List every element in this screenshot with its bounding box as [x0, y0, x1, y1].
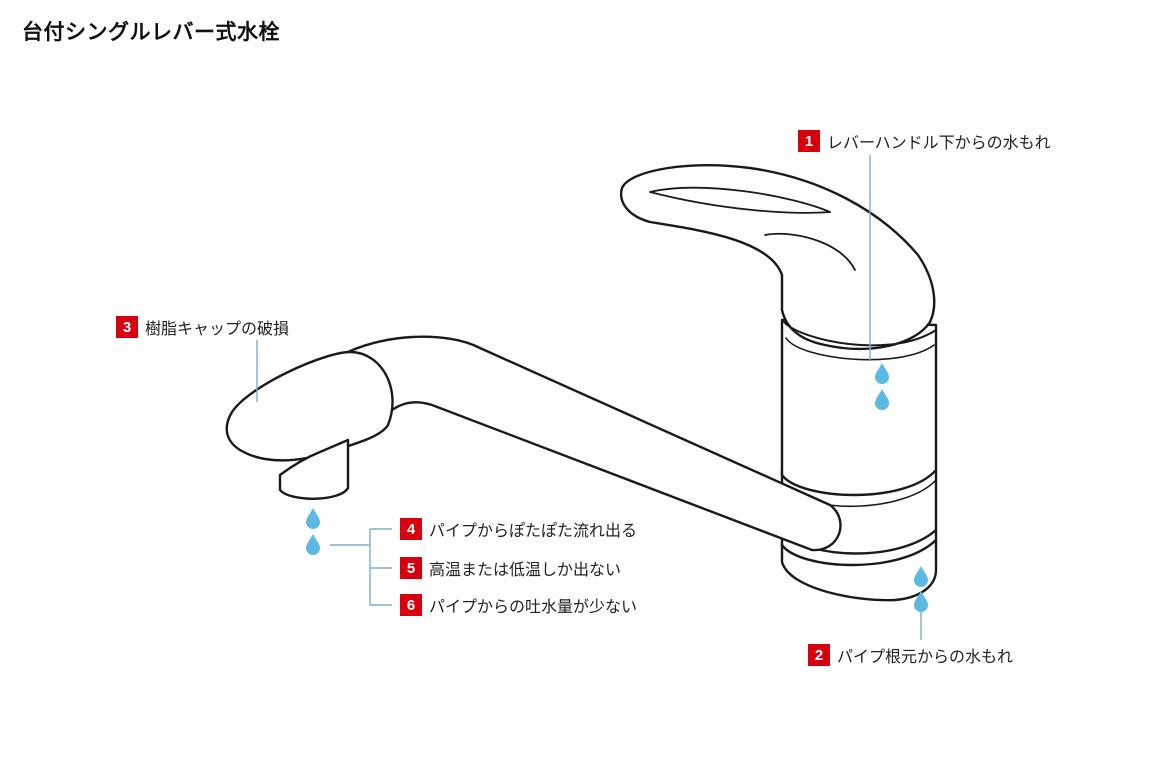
callout-number-3: 3: [116, 316, 138, 338]
callout-number-1: 1: [798, 130, 820, 152]
spout-head: [225, 350, 394, 462]
callout-text-1: レバーハンドル下からの水もれ: [827, 133, 1051, 152]
spout-aerator: [278, 438, 350, 500]
faucet-base-ring: [780, 538, 938, 567]
callout-number-5: 5: [400, 557, 422, 579]
callout-text-6: パイプからの吐水量が少ない: [429, 597, 638, 616]
leader-line-4-6: [330, 528, 392, 606]
callout-number-4: 4: [400, 518, 422, 540]
callout-4: 4 パイプからぽたぽた流れ出る: [400, 518, 637, 540]
faucet-body: [780, 318, 938, 497]
callout-5: 5 高温または低温しか出ない: [400, 557, 621, 579]
callout-6: 6 パイプからの吐水量が少ない: [400, 594, 637, 616]
lever-handle: [619, 164, 936, 351]
callout-text-2: パイプ根元からの水もれ: [837, 647, 1014, 666]
water-drop-icon: [306, 508, 320, 529]
water-drop-icon: [914, 591, 928, 612]
water-drop-icon: [306, 534, 320, 555]
callout-2: 2 パイプ根元からの水もれ: [808, 644, 1013, 666]
callout-number-6: 6: [400, 594, 422, 616]
water-drop-icon: [914, 566, 928, 587]
callout-text-5: 高温または低温しか出ない: [429, 560, 622, 579]
water-drop-icon: [875, 363, 889, 384]
callout-text-3: 樹脂キャップの破損: [145, 319, 290, 338]
callout-1: 1 レバーハンドル下からの水もれ: [798, 130, 1051, 152]
spout-pipe: [338, 335, 842, 552]
page-title: 台付シングルレバー式水栓: [22, 20, 280, 44]
water-drop-icon: [875, 389, 889, 410]
callout-number-2: 2: [808, 644, 830, 666]
callout-3: 3 樹脂キャップの破損: [116, 316, 289, 338]
callout-text-4: パイプからぽたぽた流れ出る: [429, 521, 638, 540]
